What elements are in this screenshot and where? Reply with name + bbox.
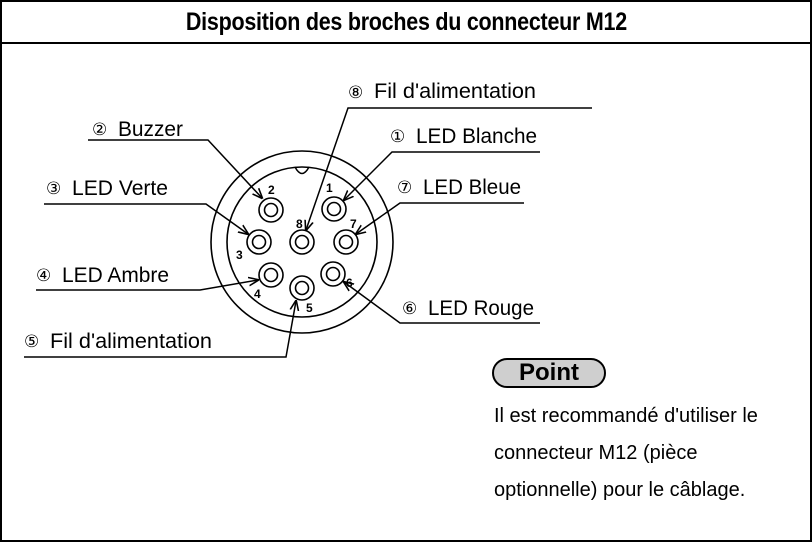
label-pin-4: ④ LED Ambre bbox=[36, 264, 169, 287]
leader-2 bbox=[88, 139, 262, 198]
pin-number-8: 8 bbox=[296, 217, 303, 231]
label-number: ⑧ bbox=[348, 83, 363, 103]
label-text: LED Rouge bbox=[428, 297, 534, 320]
pin-8 bbox=[289, 229, 315, 255]
label-text: LED Verte bbox=[72, 177, 168, 200]
point-note-line-2: connecteur M12 (pièce bbox=[494, 442, 698, 464]
label-pin-3: ③ LED Verte bbox=[46, 177, 168, 200]
pin-3 bbox=[246, 229, 272, 255]
label-pin-7: ⑦ LED Bleue bbox=[397, 176, 521, 199]
point-note-line-1: Il est recommandé d'utiliser le bbox=[494, 405, 758, 427]
connector-key-notch bbox=[294, 166, 310, 175]
label-number: ① bbox=[390, 127, 405, 147]
label-pin-5: ⑤ Fil d'alimentation bbox=[24, 330, 212, 353]
leader-6 bbox=[344, 282, 540, 324]
label-pin-6: ⑥ LED Rouge bbox=[402, 297, 534, 320]
pin-7 bbox=[333, 229, 359, 255]
leader-8 bbox=[306, 107, 592, 230]
pin-number-5: 5 bbox=[306, 301, 313, 315]
pin-number-2: 2 bbox=[268, 183, 275, 197]
label-text: Fil d'alimentation bbox=[50, 330, 212, 353]
label-number: ③ bbox=[46, 179, 61, 199]
label-pin-2: ② Buzzer bbox=[92, 118, 183, 141]
label-number: ⑤ bbox=[24, 332, 39, 352]
leader-7 bbox=[356, 202, 524, 234]
pin-1 bbox=[321, 196, 347, 222]
pin-number-4: 4 bbox=[254, 287, 261, 301]
pin-5 bbox=[289, 275, 315, 301]
pin-4 bbox=[258, 262, 284, 288]
pin-number-3: 3 bbox=[236, 248, 243, 262]
label-number: ④ bbox=[36, 266, 51, 286]
label-pin-8: ⑧ Fil d'alimentation bbox=[348, 80, 536, 103]
label-text: Buzzer bbox=[118, 118, 183, 141]
pin-6 bbox=[320, 261, 346, 287]
leader-5 bbox=[24, 301, 296, 358]
label-text: LED Ambre bbox=[62, 264, 169, 287]
point-note-line-3: optionnelle) pour le câblage. bbox=[494, 479, 746, 501]
label-number: ② bbox=[92, 120, 107, 140]
pin-2 bbox=[258, 197, 284, 223]
point-note: Il est recommandé d'utiliser le connecte… bbox=[494, 398, 794, 509]
pin-number-1: 1 bbox=[326, 181, 333, 195]
label-text: Fil d'alimentation bbox=[374, 80, 536, 103]
point-badge: Point bbox=[492, 358, 606, 388]
leader-3 bbox=[44, 203, 248, 234]
leader-1 bbox=[344, 151, 540, 200]
label-text: LED Blanche bbox=[416, 125, 537, 148]
title-bar: Disposition des broches du connecteur M1… bbox=[2, 2, 810, 44]
label-number: ⑦ bbox=[397, 178, 412, 198]
leader-4 bbox=[36, 280, 258, 291]
label-pin-1: ① LED Blanche bbox=[390, 125, 537, 148]
label-number: ⑥ bbox=[402, 299, 417, 319]
m12-connector bbox=[210, 150, 394, 334]
pin-number-7: 7 bbox=[350, 217, 357, 231]
diagram-title: Disposition des broches du connecteur M1… bbox=[185, 7, 627, 36]
label-text: LED Bleue bbox=[423, 176, 521, 199]
